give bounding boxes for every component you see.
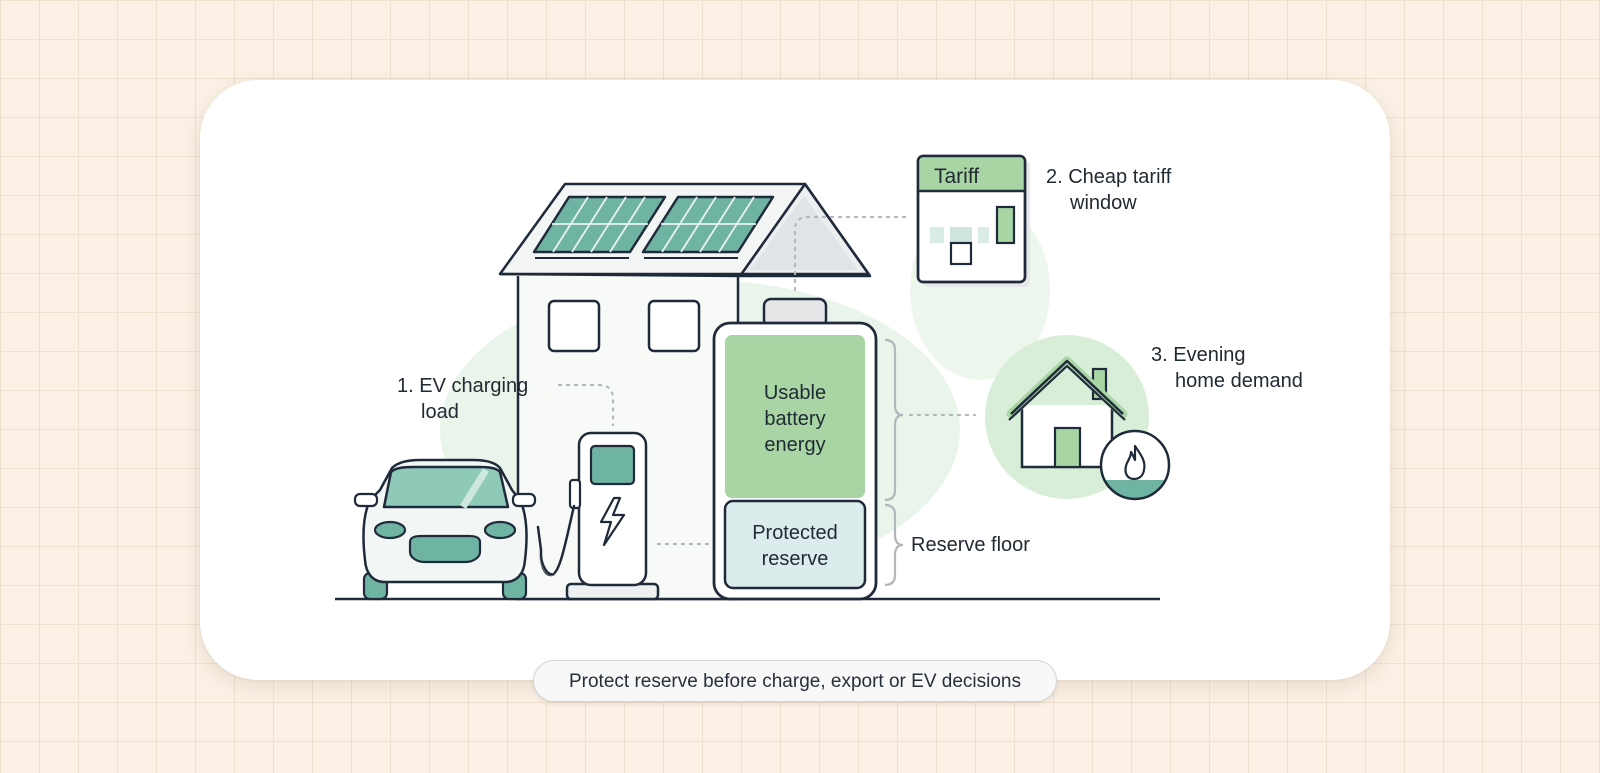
charger-screen [589, 444, 636, 486]
usable-energy-fill [725, 335, 865, 498]
lightning-bolt-icon [599, 496, 626, 547]
ev-charger-icon [536, 431, 660, 601]
callout-cheap-tariff-window: 2. Cheap tariff window [1046, 166, 1172, 214]
home-battery-icon [712, 297, 878, 601]
callout-evening-home-demand: 3. Evening home demand [1151, 344, 1303, 392]
usable-battery-energy-label: Usable battery energy [763, 382, 827, 456]
protected-reserve-label: Protected reserve [752, 522, 838, 570]
solar-panel-icon [532, 195, 775, 259]
callout-reserve-floor: Reserve floor [911, 534, 1030, 556]
tariff-card-title: Tariff [934, 165, 980, 188]
house-window-right [647, 299, 701, 353]
caption-pill: Protect reserve before charge, export or… [533, 660, 1057, 702]
battery-brackets [884, 338, 904, 587]
car-icon [353, 458, 537, 601]
callout-ev-charging-load: 1. EV charging load [397, 375, 529, 423]
house-window-left [547, 299, 601, 353]
leader-lines [557, 215, 977, 546]
protected-reserve-box [723, 499, 867, 590]
flame-icon [1099, 429, 1171, 501]
tariff-calendar-icon [916, 154, 1030, 287]
